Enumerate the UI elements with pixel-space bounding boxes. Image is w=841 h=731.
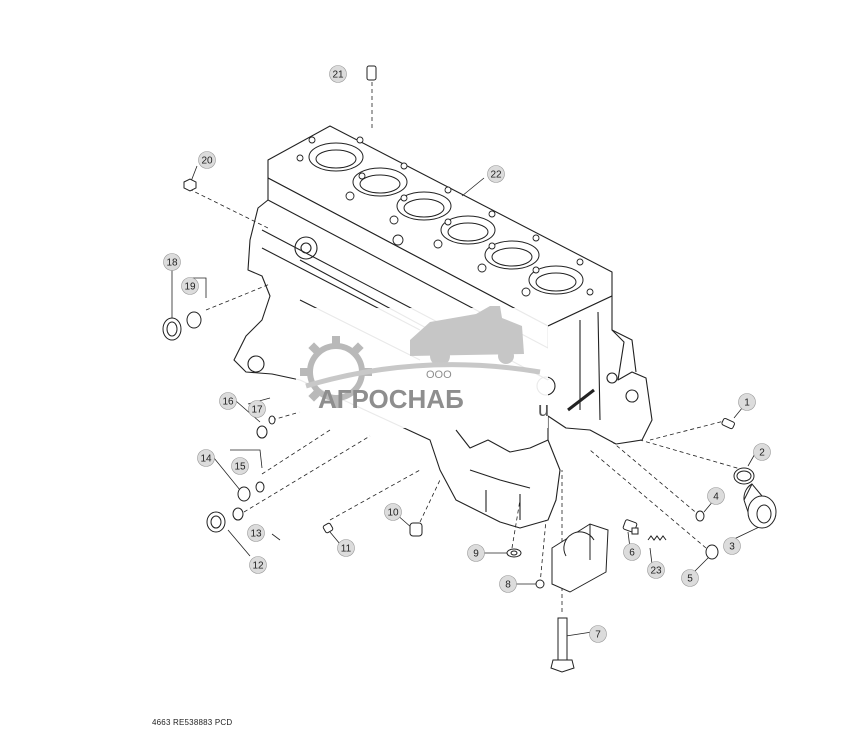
- callout-number: 21: [332, 70, 344, 81]
- callout-number: 18: [166, 258, 178, 269]
- callout-15: 15: [231, 457, 249, 475]
- callout-1: 1: [738, 393, 756, 411]
- callout-number: 9: [473, 549, 479, 560]
- dowel-pin-21: [366, 65, 377, 81]
- leader-lines: [171, 73, 775, 637]
- callout-number: 11: [341, 544, 352, 555]
- callout-14: 14: [197, 449, 215, 467]
- callout-number: 4: [713, 492, 719, 503]
- spring-23: [647, 535, 667, 541]
- drawing-code: 4663 RE538883 PCD: [152, 718, 233, 727]
- callout-number: 12: [252, 561, 264, 572]
- callout-number: 17: [251, 405, 263, 416]
- callout-5: 5: [681, 569, 699, 587]
- callout-22: 22: [487, 165, 505, 183]
- pin-1: [721, 417, 735, 430]
- callout-number: 1: [744, 398, 750, 409]
- callout-number: 20: [201, 156, 213, 167]
- callout-number: 8: [505, 580, 511, 591]
- callout-number: 5: [687, 574, 693, 585]
- callout-number: 2: [759, 448, 765, 459]
- main-bearing-cap: [551, 523, 609, 593]
- callout-number: 6: [629, 548, 635, 559]
- callout-10: 10: [384, 503, 402, 521]
- callout-number: 13: [250, 529, 262, 540]
- callout-number: 16: [222, 397, 234, 408]
- harvester-icon: [410, 306, 524, 366]
- callout-number: 3: [729, 542, 735, 553]
- callout-21: 21: [329, 65, 347, 83]
- pin-11: [322, 522, 334, 534]
- callout-number: 22: [490, 170, 502, 181]
- callout-23: 23: [647, 561, 665, 579]
- callout-number: 7: [595, 630, 601, 641]
- callout-number: 15: [234, 462, 246, 473]
- callout-17: 17: [248, 400, 266, 418]
- callout-18: 18: [163, 253, 181, 271]
- bushing-5: [705, 544, 719, 560]
- o-ring-13: [232, 507, 244, 521]
- callout-11: 11: [337, 539, 355, 557]
- callout-12: 12: [249, 556, 267, 574]
- callout-6: 6: [623, 543, 641, 561]
- o-ring-19: [186, 311, 202, 329]
- watermark-suffix: u: [538, 399, 549, 421]
- ball-8: [535, 579, 545, 589]
- bolt-7: [550, 617, 575, 673]
- callout-7: 7: [589, 625, 607, 643]
- bushing-10: [409, 522, 423, 537]
- callout-20: 20: [198, 151, 216, 169]
- watermark: ООО АГРОСНАБ u: [296, 306, 549, 428]
- ring-17: [268, 415, 276, 425]
- callout-13: 13: [247, 524, 265, 542]
- callout-number: 10: [387, 508, 399, 519]
- parts: [162, 65, 777, 673]
- callout-number: 19: [184, 282, 196, 293]
- watermark-prefix: ООО: [426, 369, 452, 381]
- washer-15: [255, 481, 265, 493]
- callout-16: 16: [219, 392, 237, 410]
- o-ring-4: [695, 510, 705, 522]
- callout-4: 4: [707, 487, 725, 505]
- plug-16: [256, 425, 268, 439]
- hex-nut-20: [183, 178, 197, 192]
- sensor-6: [622, 519, 639, 535]
- watermark-company-name: АГРОСНАБ: [318, 384, 464, 414]
- cylinder-bores: [308, 142, 584, 295]
- plug-14: [237, 486, 251, 502]
- callout-number: 23: [650, 566, 662, 577]
- callout-19: 19: [181, 277, 199, 295]
- head-bolt-holes: [296, 136, 594, 297]
- cam-bushing-3: [743, 483, 777, 529]
- callout-number: 14: [200, 454, 212, 465]
- callout-8: 8: [499, 575, 517, 593]
- callout-2: 2: [753, 443, 771, 461]
- callout-9: 9: [467, 544, 485, 562]
- callout-3: 3: [723, 537, 741, 555]
